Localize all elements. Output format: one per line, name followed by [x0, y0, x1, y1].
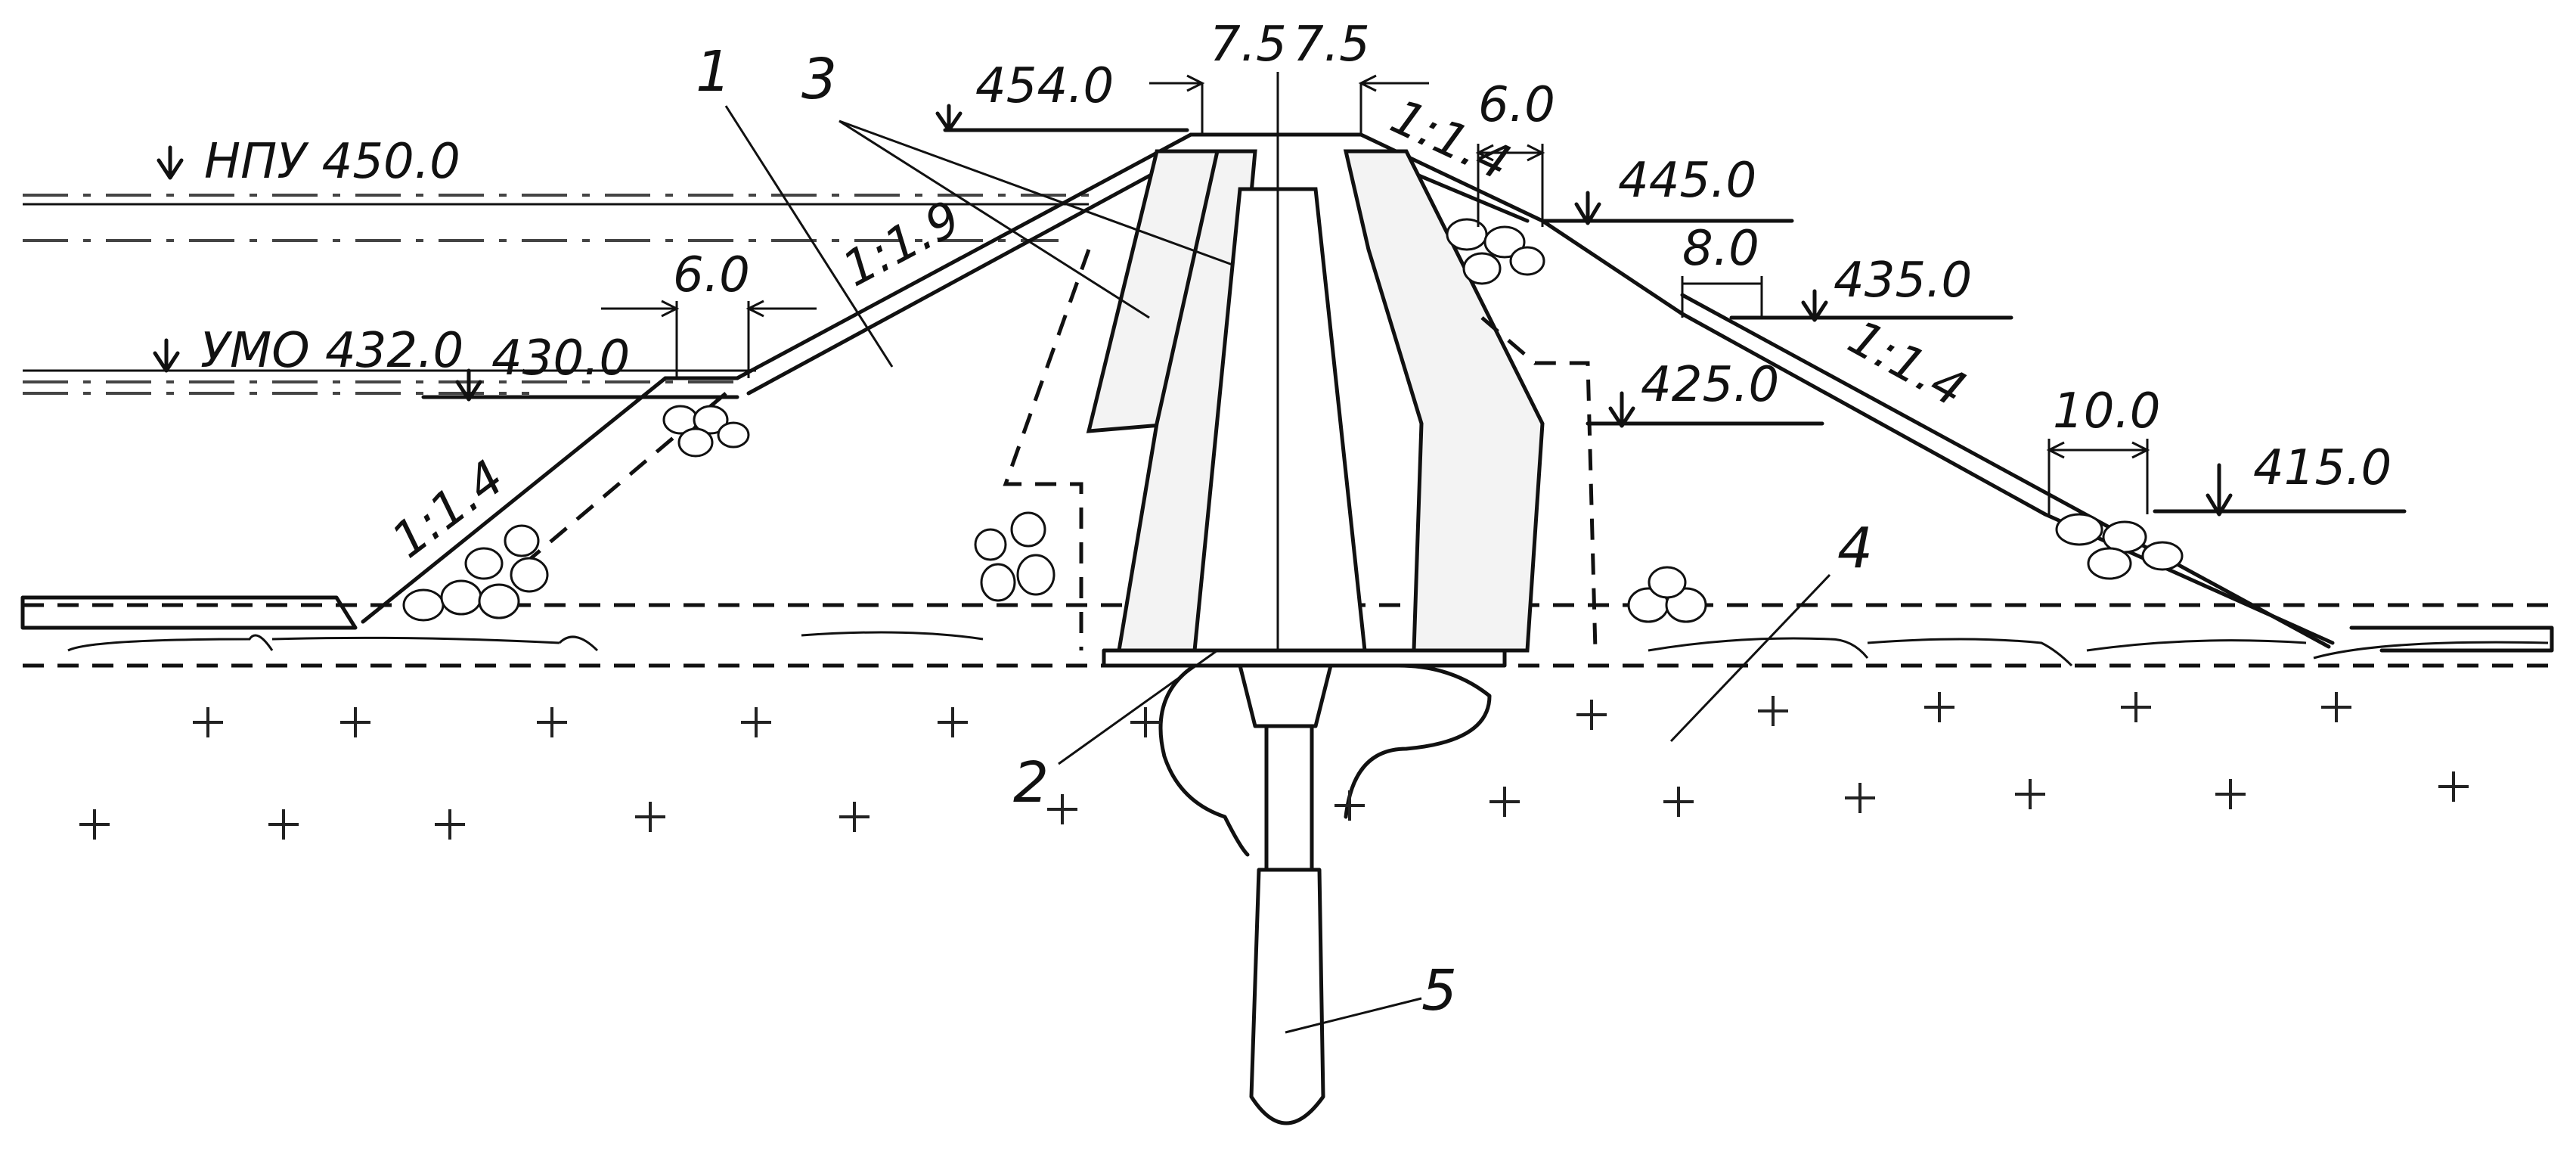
level-435-label: 435.0 [1834, 253, 1972, 309]
crest-right-dimension: 7.5 [1293, 17, 1370, 73]
callout-leaders [724, 105, 1831, 1034]
downstream-mid-berm-dimension: 8.0 [1682, 221, 1759, 277]
riprap-stones [402, 218, 2184, 623]
level-445-label: 445.0 [1618, 153, 1756, 209]
callout-4: 4 [1837, 516, 1873, 581]
callout-5: 5 [1421, 958, 1457, 1023]
callout-2: 2 [1013, 750, 1049, 815]
callout-1: 1 [696, 39, 731, 104]
downstream-top-berm-dimension: 6.0 [1478, 77, 1555, 133]
umo-level-label: УМО 432.0 [200, 323, 463, 379]
bedrock-marks [79, 692, 2469, 840]
filter-zones [1003, 149, 1598, 653]
level-430-label: 430.0 [491, 331, 630, 386]
level-415-label: 415.0 [2253, 440, 2392, 496]
reservoir-water [23, 194, 1096, 395]
crest-left-dimension: 7.5 [1210, 17, 1287, 73]
callout-3: 3 [801, 47, 837, 112]
level-425-label: 425.0 [1641, 357, 1779, 413]
upstream-top-slope-label: 1:1.9 [834, 191, 970, 298]
dam-embankment [361, 132, 2335, 649]
upstream-berm-dimension: 6.0 [673, 247, 750, 303]
level-markers [153, 104, 2407, 517]
crest-level-label: 454.0 [975, 58, 1114, 114]
grout-curtain [1102, 648, 1507, 1125]
downstream-low-berm-dimension: 10.0 [2053, 383, 2161, 439]
downstream-bottom-slope-label: 1:1.4 [1839, 309, 1974, 418]
dimension-lines [601, 72, 2150, 514]
npu-level-label: НПУ 450.0 [204, 134, 460, 190]
dam-core [1192, 136, 1367, 653]
